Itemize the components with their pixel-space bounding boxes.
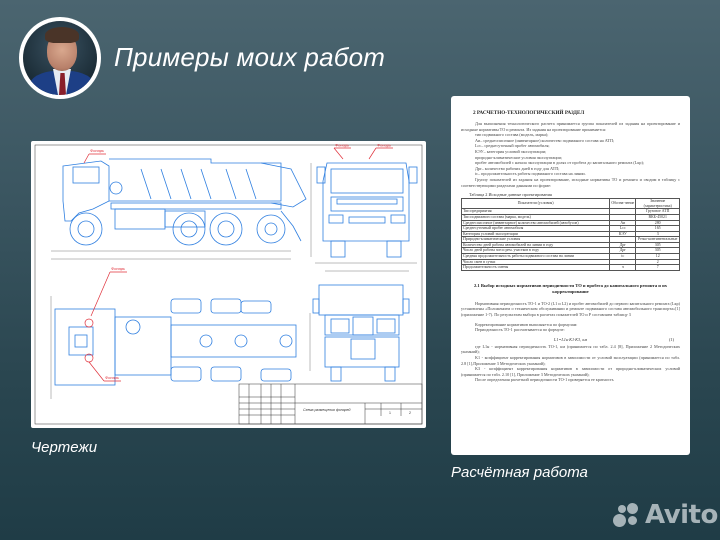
table-caption: Таблица 2 Исходные данные проектирования <box>469 192 552 198</box>
document-paragraph: Периодичность ТО-1 рассчитывается по фор… <box>475 327 565 333</box>
page-title: Примеры моих работ <box>114 42 386 72</box>
avatar <box>19 17 101 99</box>
formula: L1=L1н·K1·K3, км (1) <box>461 337 680 342</box>
table-cell: tс <box>609 253 637 260</box>
svg-text:Фонарь: Фонарь <box>377 143 391 148</box>
table-header-row: Показатели (условия) Обозна-чение Значен… <box>460 198 680 210</box>
document-intro-2: Группу показателей из задания на проекти… <box>461 176 680 188</box>
column-header: Показатели (условия) <box>460 198 611 210</box>
table-cell <box>609 258 637 266</box>
document-list-item: Дрг– количество рабочих дней в году для … <box>475 165 560 171</box>
document-subheading: 2.1 Выбор исходных нормативов периодично… <box>473 282 668 294</box>
input-data-table: Показатели (условия) Обозна-чение Значен… <box>460 198 680 271</box>
document-list-item: тип подвижного состава (модель, марка); <box>475 132 549 138</box>
column-header: Значение (характеристика) <box>635 198 680 210</box>
svg-text:Фонарь: Фонарь <box>335 143 349 148</box>
table-cell: ч <box>609 264 637 271</box>
formula-number: (1) <box>668 336 674 342</box>
document-heading: 2 РАСЧЕТНО-ТЕХНОЛОГИЧЕСКИЙ РАЗДЕЛ <box>473 110 585 116</box>
document-list-item: природно-климатические условия эксплуата… <box>475 154 563 160</box>
title-block-name: Схема размещения фонарей <box>303 408 351 412</box>
avito-wordmark: Avito <box>645 500 718 530</box>
avito-dots-icon <box>613 502 641 528</box>
avito-logo: Avito <box>613 500 718 530</box>
column-header: Обозна-чение <box>609 198 637 210</box>
document-intro: Для выполнения технологического расчета … <box>461 121 680 132</box>
document-list-item: tс– продолжительность работы подвижного … <box>475 171 586 177</box>
document-paragraph: Корректирование нормативов выполняется п… <box>475 321 578 327</box>
calculation-document-image[interactable]: 2 РАСЧЕТНО-ТЕХНОЛОГИЧЕСКИЙ РАЗДЕЛ Для вы… <box>451 96 690 455</box>
hair-shape <box>45 27 79 43</box>
document-list-item: Аи– среднесписочное (инвентарное) количе… <box>475 137 615 143</box>
formula-text: L1=L1н·K1·K3, км <box>553 336 588 342</box>
document-paragraph: Нормативная периодичность ТО-1 и ТО-2 (L… <box>461 300 680 318</box>
table-row: Средняя продолжительность работы подвижн… <box>460 253 680 260</box>
svg-text:Фонарь: Фонарь <box>105 375 119 380</box>
table-cell: Резко-континентальные <box>635 236 680 243</box>
tie-shape <box>59 73 66 95</box>
svg-text:2: 2 <box>409 411 411 415</box>
caption-calculation: Расчётная работа <box>451 464 588 481</box>
caption-drawings: Чертежи <box>31 439 98 456</box>
document-list-item: Lсс– среднесуточный пробег автомобиля; <box>475 143 550 149</box>
drawing-sheet-image[interactable]: Фонарь Фонарь Фонарь Фонарь Фонарь Схема… <box>31 141 426 428</box>
document-paragraph: После определения расчетной периодичност… <box>475 377 614 383</box>
table-cell: 2 <box>635 258 680 266</box>
document-list-item: КЭУ– категория условий эксплуатации; <box>475 148 547 154</box>
author-photo <box>23 21 97 95</box>
truck-blueprint-drawing: Фонарь Фонарь Фонарь Фонарь Фонарь Схема… <box>34 143 423 425</box>
table-cell: 12 <box>635 253 680 260</box>
svg-text:1: 1 <box>389 411 391 415</box>
document-paragraph: K1 - коэффициент корректирования нормати… <box>461 355 680 366</box>
table-cell: Продолжительность смены <box>460 264 611 271</box>
document-paragraph: K3 - коэффициент корректирования нормати… <box>461 366 680 377</box>
svg-text:Фонарь: Фонарь <box>111 266 125 271</box>
table-cell: 7 <box>635 264 680 271</box>
document-list-item: пробег автомобилей с начала эксплуатации… <box>475 160 645 166</box>
callout-label: Фонарь <box>90 148 104 153</box>
document-paragraph: где L1н - нормативная периодичность ТО-1… <box>461 343 680 355</box>
